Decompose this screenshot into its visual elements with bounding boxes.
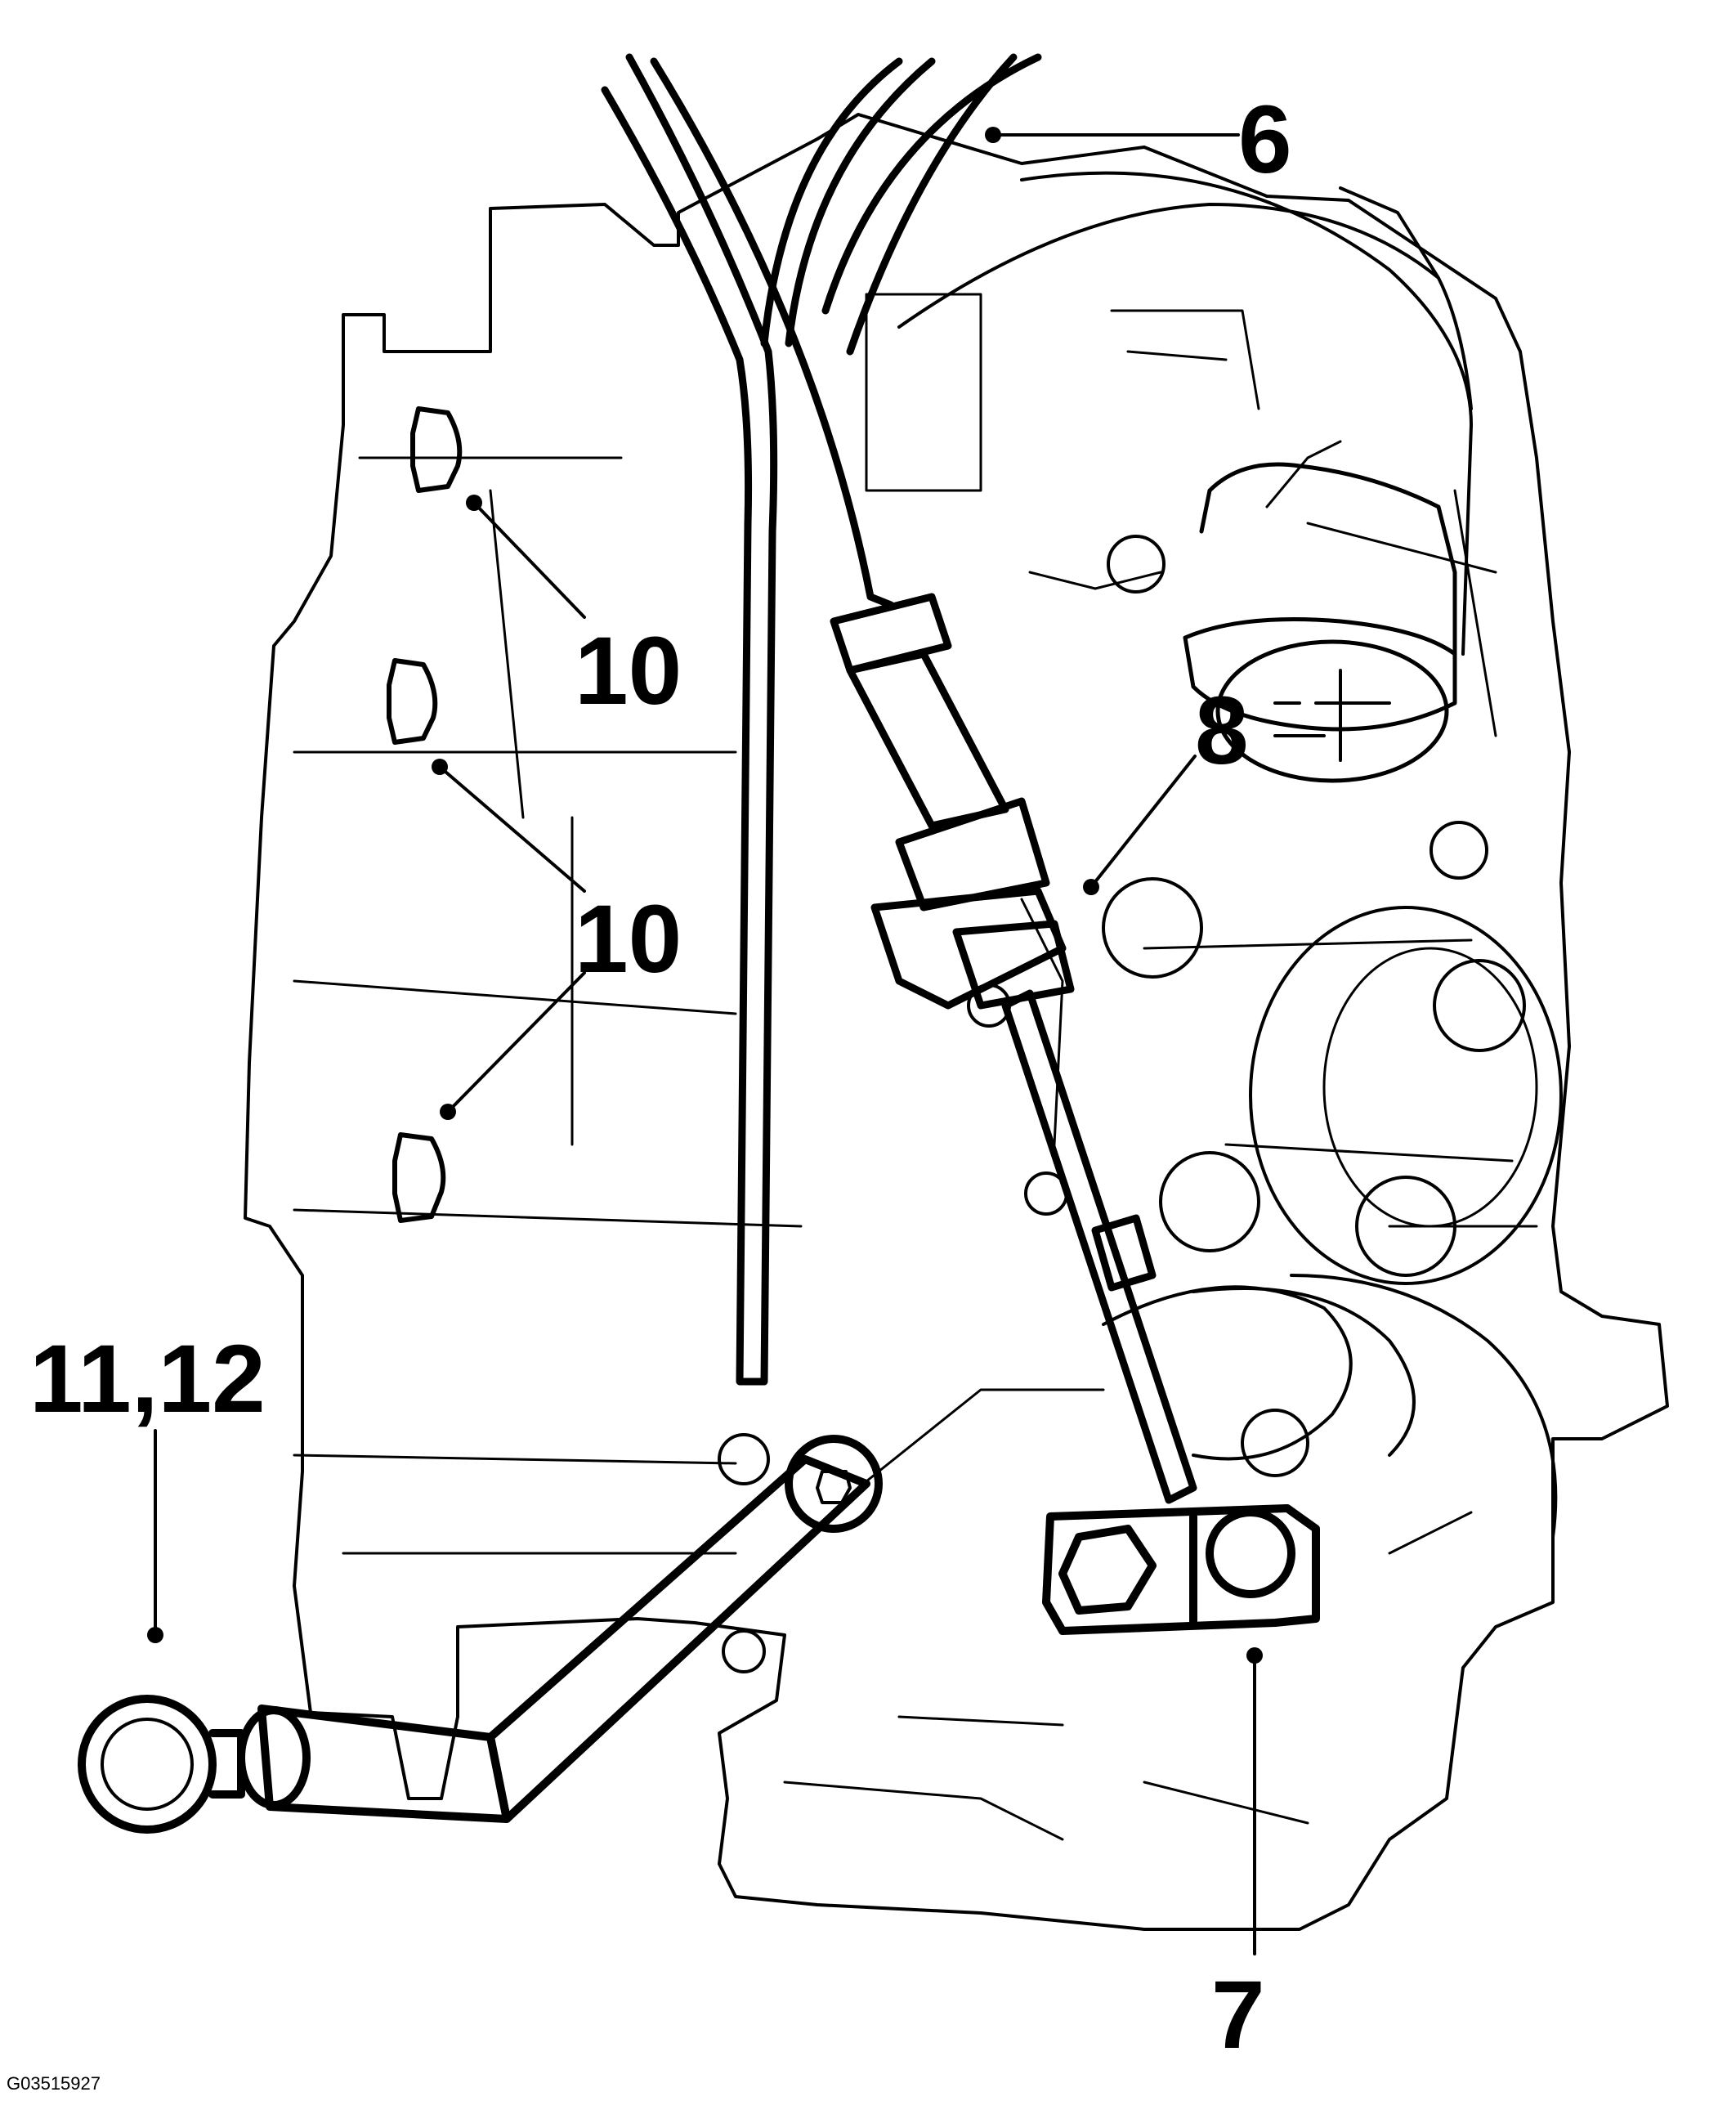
lower-hose: [1102, 1274, 1558, 1539]
selector-cable-upper: [760, 57, 936, 347]
accumulator-face: [1215, 639, 1449, 783]
selector-cable: [650, 53, 1042, 609]
accumulator-body: [1183, 462, 1457, 732]
housing-bolt-heads: [387, 406, 463, 1223]
cable-fittings: [830, 593, 1197, 1504]
housing-panel-lines: [293, 293, 1538, 1841]
housing-boss-inner: [1322, 947, 1538, 1228]
selector-lever: [1042, 1504, 1320, 1635]
leader-dots: [147, 127, 1263, 1664]
callout-10-upper: 10: [575, 617, 682, 725]
callout-11-12: 11,12: [29, 1325, 266, 1433]
callout-7: 7: [1211, 1961, 1265, 2069]
breather-hose: [897, 171, 1473, 656]
dipstick-tube: [601, 53, 778, 1386]
figure-id: G03515927: [7, 2073, 101, 2094]
callout-8: 8: [1195, 677, 1249, 785]
shift-arm: [78, 1435, 883, 1834]
leader-lines: [154, 133, 1256, 1955]
callout-6: 6: [1238, 86, 1292, 194]
housing-outline: [244, 113, 1669, 1931]
housing-boss: [1249, 906, 1563, 1285]
callout-10-lower: 10: [575, 885, 682, 993]
accumulator-mark: [1273, 669, 1391, 762]
